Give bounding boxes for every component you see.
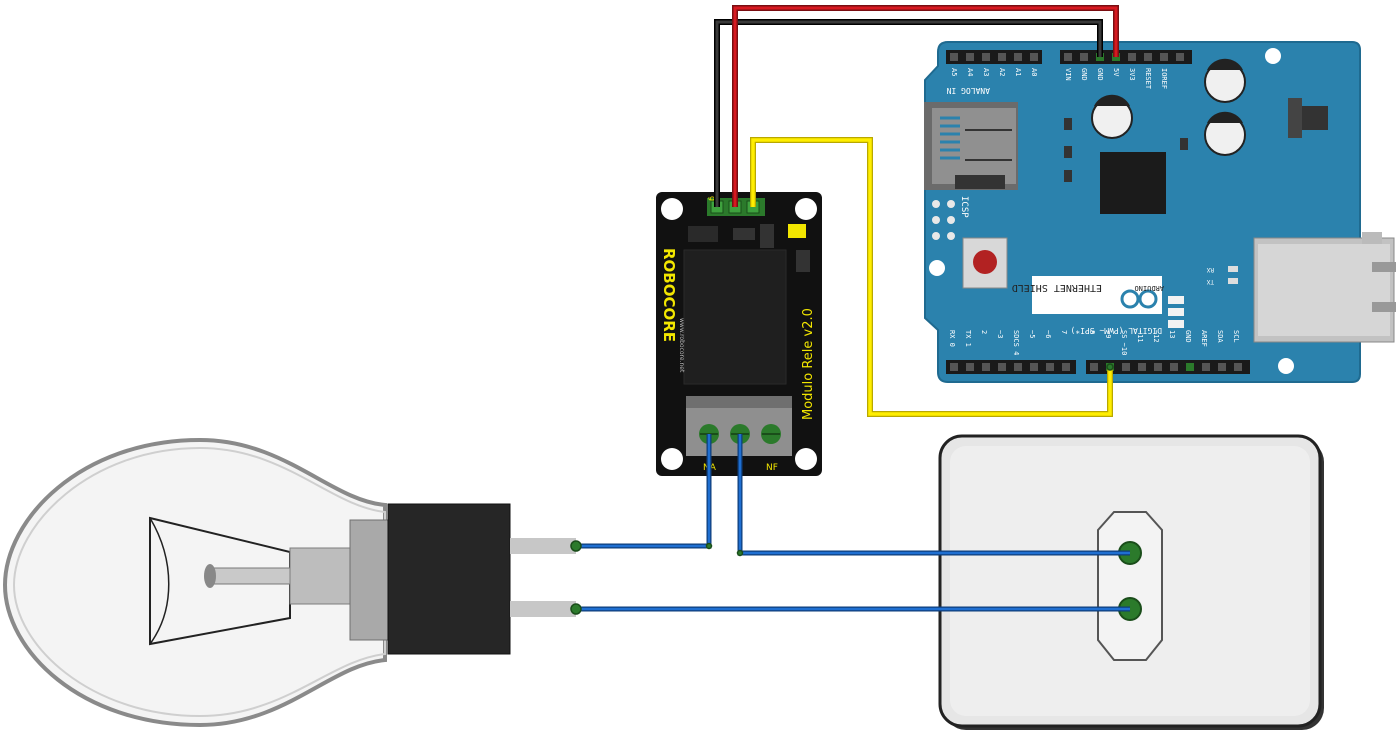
relay-title: Modulo Rele v2.0: [801, 308, 816, 420]
arduino-label: ARDUINO: [1134, 284, 1164, 292]
digital-low-label-5: ~5: [1028, 330, 1036, 338]
outlet-socket-plate: [1097, 511, 1163, 661]
light-bulb: [2, 437, 576, 728]
capacitors: [1091, 58, 1246, 156]
power-header: [1060, 50, 1192, 64]
bulb-glass: [2, 437, 387, 728]
shield-label-box: ARDUINO ETHERNET SHIELD: [1012, 276, 1164, 314]
digital-high-label-2: SS ~10: [1120, 330, 1128, 355]
power-label-5: RESET: [1144, 68, 1152, 90]
analog-label-0: A5: [950, 68, 958, 76]
power-label-0: VIN: [1064, 68, 1072, 81]
relay-terminal-block: [686, 396, 792, 456]
digital-low-labels: RX 0 TX 1 2 ~3 SDCS 4 ~5 ~6 7: [948, 330, 1068, 355]
rx-label: RX: [1206, 266, 1214, 273]
digital-high-label-8: SDA: [1216, 330, 1224, 343]
digital-high-label-9: SCL: [1232, 330, 1240, 343]
analog-title: ANALOG IN: [946, 86, 990, 95]
wall-outlet: [938, 434, 1324, 730]
digital-low-label-2: 2: [980, 330, 988, 334]
digital-low-label-3: ~3: [996, 330, 1004, 338]
power-label-2: GND: [1096, 68, 1104, 81]
icsp-header: [932, 200, 955, 240]
analog-label-5: A0: [1030, 68, 1038, 76]
analog-header: [946, 50, 1042, 64]
relay-module: g ROBOCORE www.robocore.net Modulo Rele …: [656, 192, 822, 476]
analog-label-3: A2: [998, 68, 1006, 76]
sd-card-slot: [924, 102, 1018, 190]
voltage-regulator: [1288, 98, 1328, 138]
digital-low-label-1: TX 1: [964, 330, 972, 347]
icsp-label: ICSP: [959, 196, 969, 218]
digital-header-low: [946, 360, 1076, 374]
digital-low-label-6: ~6: [1044, 330, 1052, 338]
analog-label-4: A1: [1014, 68, 1022, 76]
arduino-ethernet-shield: VIN GND GND 5V 3V3 RESET IOREF A5 A4 A3 A2 A1 A0 AN…: [924, 41, 1396, 383]
analog-header-labels: A5 A4 A3 A2 A1 A0: [950, 68, 1038, 76]
digital-high-label-3: ~11: [1136, 330, 1144, 343]
digital-header-high: [1086, 360, 1250, 374]
relay-led: [788, 224, 806, 238]
digital-high-label-0: 8: [1088, 330, 1096, 334]
power-header-labels: VIN GND GND 5V 3V3 RESET IOREF: [1064, 68, 1168, 90]
power-label-3: 5V: [1112, 68, 1120, 77]
bulb-terminal-bottom: [510, 601, 576, 617]
digital-title: DIGITAL (PWM~ SPI*): [1070, 326, 1162, 335]
wire-endpoints: [570, 363, 1114, 615]
digital-low-label-0: RX 0: [948, 330, 956, 347]
ethernet-jack: [1253, 232, 1396, 343]
ethernet-chip: [1100, 152, 1166, 214]
digital-high-label-6: GND: [1184, 330, 1192, 343]
tx-label: TX: [1206, 278, 1214, 285]
bulb-terminal-top: [510, 538, 576, 554]
digital-low-label-4: SDCS 4: [1012, 330, 1020, 355]
analog-label-1: A4: [966, 68, 974, 76]
power-label-1: GND: [1080, 68, 1088, 81]
digital-low-label-7: 7: [1060, 330, 1068, 334]
relay-brand: ROBOCORE: [660, 248, 678, 342]
terminal-label-nf: NF: [766, 463, 778, 473]
digital-high-label-1: ~9: [1104, 330, 1112, 338]
digital-high-label-5: 13: [1168, 330, 1176, 338]
relay-website: www.robocore.net: [678, 318, 685, 373]
wires: [576, 5, 1130, 612]
bulb-socket: [387, 503, 511, 655]
relay-coil-block: [683, 249, 787, 385]
reset-button: [962, 237, 1008, 289]
digital-high-label-4: ~12: [1152, 330, 1160, 343]
shield-label: ETHERNET SHIELD: [1012, 282, 1102, 293]
power-label-4: 3V3: [1128, 68, 1136, 81]
digital-high-labels: 8 ~9 SS ~10 ~11 ~12 13 GND AREF SDA SCL: [1088, 330, 1240, 355]
relay-pin-label: g: [708, 196, 717, 201]
power-label-6: IOREF: [1160, 68, 1168, 89]
analog-label-2: A3: [982, 68, 990, 76]
digital-high-label-7: AREF: [1200, 330, 1208, 347]
